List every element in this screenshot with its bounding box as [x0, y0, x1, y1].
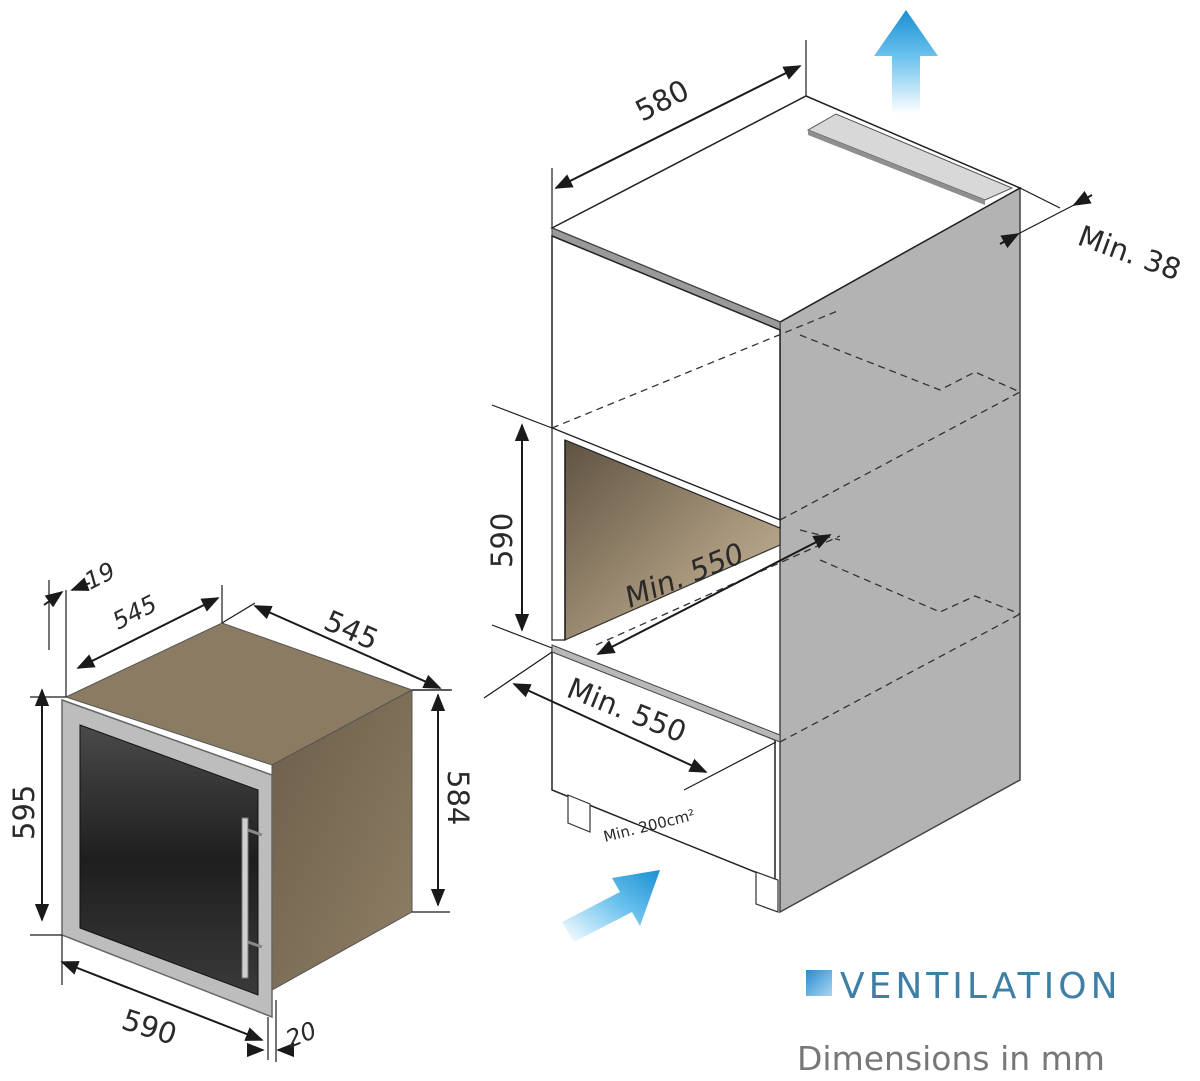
- cabinet-drawing: [550, 95, 1022, 914]
- ventilation-in-arrow: [562, 870, 660, 942]
- label-oven-height-front: 595: [7, 785, 41, 840]
- label-cabinet-width: 580: [630, 73, 695, 128]
- label-oven-frame-offset: 19: [80, 557, 120, 596]
- ventilation-up-arrow: [874, 10, 938, 114]
- label-oven-height-back: 584: [441, 770, 475, 825]
- legend-square-icon: [806, 970, 832, 996]
- label-oven-frame-depth: 20: [282, 1016, 321, 1053]
- legend-ventilation-label: VENTILATION: [840, 966, 1122, 1007]
- door-handle: [241, 817, 249, 979]
- appliance-drawing: [61, 622, 414, 1019]
- label-cabinet-niche-height: 590: [485, 513, 519, 568]
- legend: VENTILATION Dimensions in mm: [797, 966, 1122, 1078]
- dimensions-caption: Dimensions in mm: [797, 1039, 1105, 1078]
- label-oven-width-bottom: 590: [118, 1002, 181, 1051]
- label-oven-width-top: 545: [108, 590, 162, 636]
- cabinet-foot-left: [567, 794, 591, 833]
- cabinet-foot-right: [755, 871, 779, 913]
- label-cabinet-top-gap: Min. 38: [1074, 219, 1186, 287]
